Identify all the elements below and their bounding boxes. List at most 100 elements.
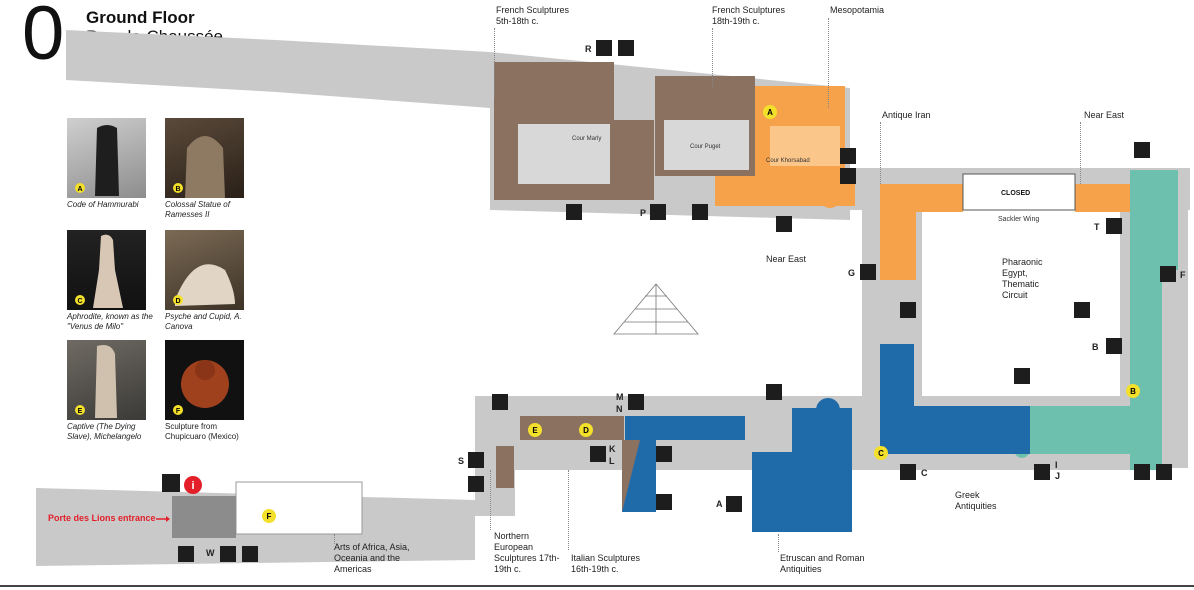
stairs-icon-greek (1014, 368, 1030, 384)
africa-gallery (235, 481, 363, 535)
stairs-icon-etruscan (766, 384, 782, 400)
highlight-thumb-c[interactable]: C (67, 230, 146, 310)
marker-c: C (874, 446, 888, 460)
label-near-east-mid: Near East (766, 254, 807, 264)
access-t: T (1094, 222, 1100, 232)
leader-africa (334, 534, 335, 544)
cour-puget-label: Cour Puget (690, 144, 721, 150)
leader-french-18-19 (712, 28, 713, 88)
baby-change-icon (840, 148, 856, 164)
highlight-caption-c: Aphrodite, known as the "Venus de Milo" (67, 312, 153, 331)
access-l: L (609, 456, 615, 466)
wc-icon-east (1156, 464, 1172, 480)
stairs-icon-khorsabad (776, 216, 792, 232)
elevator-icon-mn (628, 394, 644, 410)
escalator-icon (692, 204, 708, 220)
corridor-top-left (66, 30, 276, 92)
highlight-caption-f: Sculpture from Chupicuaro (Mexico) (165, 422, 239, 441)
elevator-icon-s (468, 452, 484, 468)
stairs-icon-northern (492, 394, 508, 410)
access-s: S (458, 456, 465, 466)
cour-marly-label: Cour Marly (572, 136, 601, 142)
closed-label: CLOSED (1001, 190, 1030, 197)
label-mesopotamia: Mesopotamia (830, 5, 885, 15)
access-k: K (609, 444, 616, 454)
marker-e: E (528, 423, 542, 437)
elevator-icon-ij (1034, 464, 1050, 480)
highlight-caption-b: Colossal Statue of Ramesses II (165, 200, 230, 219)
facility-icons (162, 40, 1176, 562)
access-b: B (1092, 342, 1099, 352)
floor-number: 0 (22, 0, 65, 76)
elevator-icon-w (220, 546, 236, 562)
access-c: C (921, 468, 928, 478)
label-greek: Greek Antiquities (955, 490, 997, 511)
stairs-icon-r (618, 40, 634, 56)
label-northern: Northern European Sculptures 17th-19th c… (494, 531, 560, 574)
elevator-icon-c (900, 464, 916, 480)
highlight-caption-a: Code of Hammurabi (67, 200, 139, 209)
wc-icon-w (242, 546, 258, 562)
stairs-icon-italian-south (656, 494, 672, 510)
svg-text:A: A (767, 108, 773, 117)
stairs-icon-w (178, 546, 194, 562)
elevator-icon-b (1106, 338, 1122, 354)
access-w: W (206, 548, 215, 558)
entrance-hall (172, 496, 236, 538)
elevator-icon-t (1106, 218, 1122, 234)
french-sculpture-wing (494, 62, 755, 200)
cloakroom-icon (162, 474, 180, 492)
access-j: J (1055, 471, 1061, 481)
label-near-east-top: Near East (1084, 110, 1125, 120)
wc-icon-north (840, 168, 856, 184)
access-g: G (848, 268, 856, 278)
bottom-rule (0, 585, 1194, 587)
marker-a: A (763, 105, 777, 119)
stairs-icon-se (1134, 464, 1150, 480)
label-etruscan: Etruscan and Roman Antiquities (780, 553, 865, 574)
label-italian: Italian Sculptures 16th-19th c. (571, 553, 641, 574)
label-french-5-18: French Sculptures 5th-18th c. (496, 5, 570, 26)
page-title: Ground Floor (86, 8, 195, 27)
stairs-icon-s (468, 476, 484, 492)
greek-roman-wing (625, 344, 1030, 532)
highlight-thumb-d[interactable]: D (165, 230, 244, 310)
svg-text:F: F (176, 408, 181, 415)
highlight-thumb-f[interactable]: F (165, 340, 244, 420)
stairs-icon-italian (656, 446, 672, 462)
highlight-caption-e: Captive (The Dying Slave), Michelangelo (67, 422, 142, 441)
leader-northern (490, 470, 491, 530)
highlight-thumb-a[interactable]: A (67, 118, 146, 198)
leader-antique-iran (880, 122, 881, 184)
elevator-icon-g (860, 264, 876, 280)
pyramid-icon (613, 283, 699, 335)
cour-khorsabad-label: Cour Khorsabad (766, 158, 810, 164)
access-p: P (640, 208, 647, 218)
leader-french-5-18 (494, 28, 495, 98)
leader-etruscan (778, 534, 779, 552)
elevator-icon-kl (590, 446, 606, 462)
access-i: I (1055, 460, 1058, 470)
marker-b: B (1126, 384, 1140, 398)
highlight-thumb-b[interactable]: B (165, 118, 244, 198)
info-icon (184, 476, 202, 494)
elevator-icon-a (726, 496, 742, 512)
label-entrance[interactable]: Porte des Lions entrance (48, 513, 156, 523)
highlight-thumb-e[interactable]: E (67, 340, 146, 420)
svg-text:D: D (175, 298, 180, 305)
marker-d: D (579, 423, 593, 437)
stairs-icon-center (900, 302, 916, 318)
sackler-wing-label: Sackler Wing (998, 216, 1039, 223)
corridor-top-mid (276, 40, 490, 108)
access-a: A (716, 499, 723, 509)
svg-text:D: D (583, 426, 589, 435)
stairs-icon-marly (566, 204, 582, 220)
stairs-icon-ne (1134, 142, 1150, 158)
svg-text:C: C (878, 449, 884, 458)
access-r: R (585, 44, 592, 54)
northern-gallery (496, 446, 514, 488)
label-antique-iran: Antique Iran (882, 110, 931, 120)
label-french-18-19: French Sculptures 18th-19th c. (712, 5, 786, 26)
elevator-icon-r (596, 40, 612, 56)
